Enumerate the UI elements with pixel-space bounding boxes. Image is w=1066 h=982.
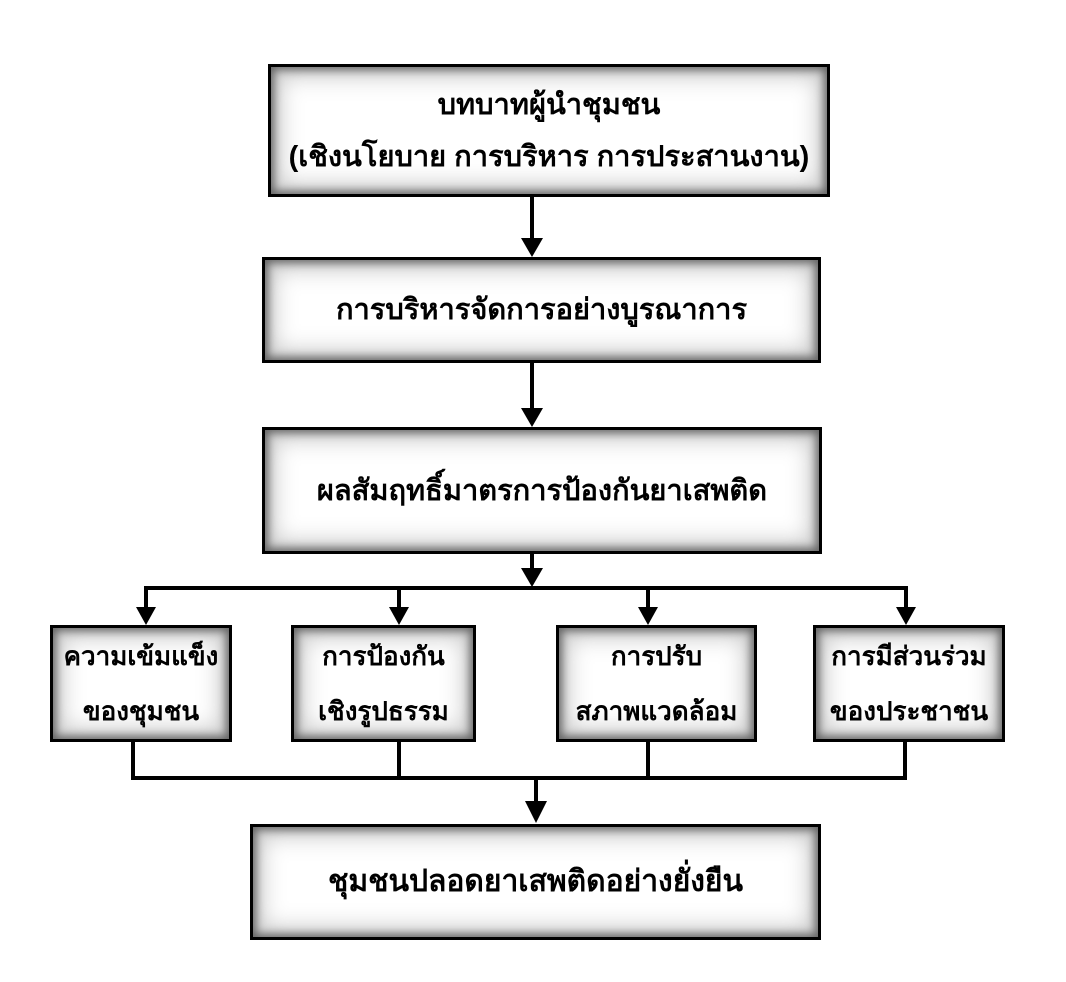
connector-line-level2-to-level3 <box>530 363 534 408</box>
flowchart-box-sustainable-drugfree-community: ชุมชนปลอดยาเสพติดอย่างยั่งยืน <box>250 824 821 940</box>
flowchart-box-environment-adjustment: การปรับ สภาพแวดล้อม <box>556 625 757 742</box>
flowchart-box-prevention-achievement: ผลสัมฤทธิ์มาตรการป้องกันยาเสพติด <box>262 427 822 554</box>
box-text-line: สภาพแวดล้อม <box>575 695 738 726</box>
box-text-line: การป้องกัน <box>322 640 445 671</box>
flowchart-box-integrated-management: การบริหารจัดการอย่างบูรณาการ <box>262 257 821 363</box>
connector-line-rail-to-branch4 <box>904 590 908 607</box>
arrowhead-top-to-level2 <box>521 238 543 257</box>
arrowhead-rail-to-branch2 <box>389 607 409 625</box>
connector-line-branch2-to-merge <box>397 742 401 778</box>
box-text-line: ของประชาชน <box>829 695 989 726</box>
box-text-line: บทบาทผู้นำชุมชน <box>437 88 661 121</box>
connector-line-merge-to-bottom <box>534 780 538 801</box>
connector-line-rail-to-branch3 <box>646 590 650 607</box>
box-text-line: การบริหารจัดการอย่างบูรณาการ <box>335 294 748 326</box>
box-text-line: เชิงรูปธรรม <box>318 695 449 726</box>
connector-line-level3-to-rail <box>530 554 534 568</box>
box-text-line: (เชิงนโยบาย การบริหาร การประสานงาน) <box>288 140 810 173</box>
box-text-line: การมีส่วนร่วม <box>831 640 987 671</box>
merge-rail-line <box>131 776 907 780</box>
branch-rail-line <box>144 586 908 590</box>
box-text-line: ของชุมชน <box>82 695 200 726</box>
box-text-line: การปรับ <box>610 640 703 671</box>
connector-line-branch4-to-merge <box>903 742 907 778</box>
connector-line-rail-to-branch2 <box>397 590 401 607</box>
arrowhead-rail-to-branch1 <box>136 607 156 625</box>
flowchart-box-concrete-prevention: การป้องกัน เชิงรูปธรรม <box>291 625 476 742</box>
connector-line-branch1-to-merge <box>131 742 135 778</box>
connector-line-branch3-to-merge <box>646 742 650 778</box>
flowchart-box-community-strength: ความเข้มแข็ง ของชุมชน <box>50 625 232 742</box>
connector-line-rail-to-branch1 <box>144 590 148 607</box>
box-text-line: ผลสัมฤทธิ์มาตรการป้องกันยาเสพติด <box>316 474 768 507</box>
connector-line-top-to-level2 <box>530 194 534 238</box>
arrowhead-merge-to-bottom <box>525 801 547 823</box>
arrowhead-rail-to-branch4 <box>896 607 916 625</box>
flowchart-box-public-participation: การมีส่วนร่วม ของประชาชน <box>813 625 1005 742</box>
box-text-line: ความเข้มแข็ง <box>63 640 219 671</box>
flowchart-box-community-leader-role: บทบาทผู้นำชุมชน (เชิงนโยบาย การบริหาร กา… <box>268 64 830 197</box>
arrowhead-level3-to-rail <box>521 568 543 587</box>
arrowhead-level2-to-level3 <box>521 408 543 427</box>
arrowhead-rail-to-branch3 <box>638 607 658 625</box>
box-text-line: ชุมชนปลอดยาเสพติดอย่างยั่งยืน <box>327 865 744 898</box>
